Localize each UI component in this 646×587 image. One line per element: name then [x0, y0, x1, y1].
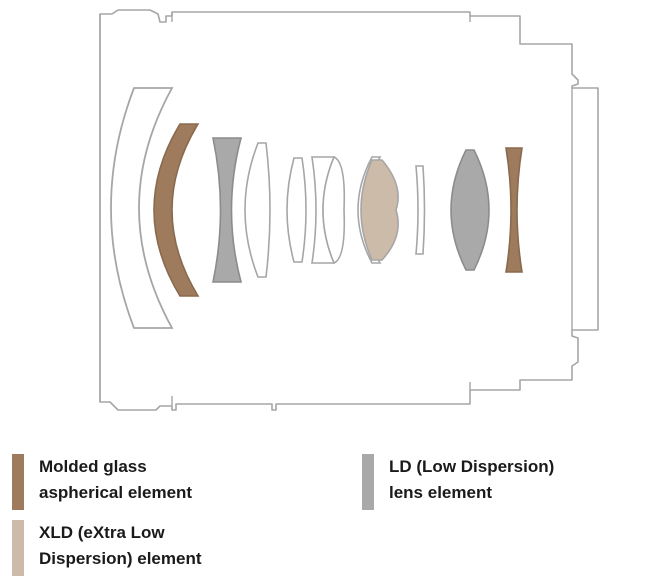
legend-label-ld: LD (Low Dispersion) lens element [389, 457, 555, 502]
lens-element-9-xld [360, 159, 399, 261]
lens-element-3-ld [212, 137, 243, 283]
legend-swatch-xld [12, 520, 24, 576]
barrel-outline [99, 9, 599, 411]
lens-element-2-molded-aspherical [153, 123, 200, 297]
legend-label-molded-aspherical: Molded glass aspherical element [39, 457, 193, 502]
legend-item-molded-aspherical: Molded glass aspherical element [12, 454, 192, 510]
lens-construction-diagram [99, 9, 599, 411]
lens-element-7 [322, 155, 346, 265]
legend-item-xld: XLD (eXtra Low Dispersion) element [12, 520, 202, 576]
barrel-inner-detail [99, 12, 573, 406]
lens-element-11-ld [450, 149, 490, 271]
lens-element-10 [415, 165, 426, 255]
legend-swatch-molded-aspherical [12, 454, 24, 510]
lens-element-4 [244, 142, 271, 278]
lens-element-5 [286, 157, 307, 263]
legend-swatch-ld [362, 454, 374, 510]
lens-element-1 [110, 87, 174, 329]
legend-label-xld: XLD (eXtra Low Dispersion) element [39, 523, 202, 568]
lens-element-12-molded-aspherical [505, 147, 523, 273]
legend-item-ld: LD (Low Dispersion) lens element [362, 454, 554, 510]
